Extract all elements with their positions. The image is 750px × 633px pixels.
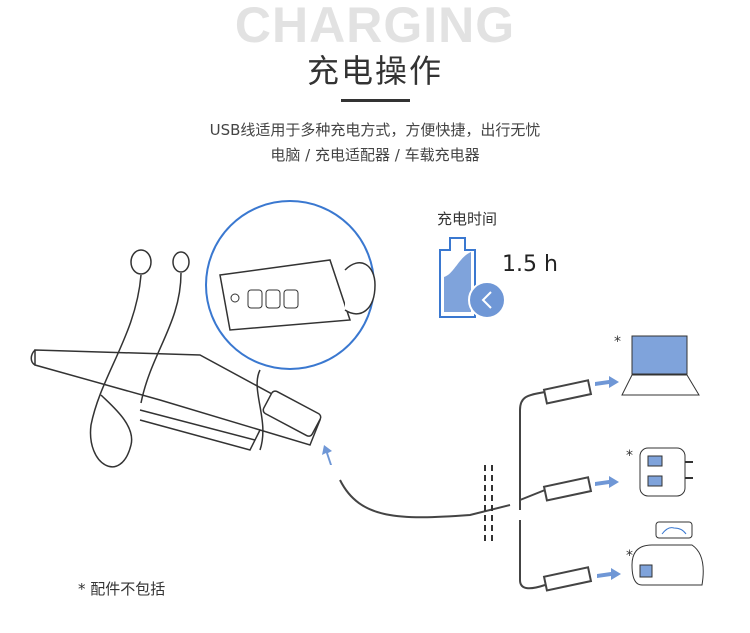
title-divider (341, 99, 410, 102)
usb-cable (339, 379, 593, 592)
arrow-icons (322, 376, 621, 580)
subtitle-line-1: USB线适用于多种充电方式，方便快捷，出行无忧 (209, 121, 541, 139)
car-charger-icon: * (626, 521, 704, 586)
zoom-detail-circle (205, 200, 376, 370)
watermark-text: CHARGING (234, 0, 516, 53)
cable-break-mark (484, 465, 493, 545)
adapter-marker: * (626, 448, 633, 464)
charging-time-value: 1.5 h (502, 252, 558, 277)
car-charger-marker: * (626, 548, 633, 564)
footnote: * 配件不包括 (78, 580, 166, 598)
battery-clock-icon (439, 237, 506, 319)
charging-time-label: 充电时间 (437, 210, 498, 228)
page-title: 充电操作 (306, 52, 443, 90)
laptop-icon: * (614, 334, 700, 396)
charging-adapter-icon: * (626, 447, 693, 497)
laptop-marker: * (614, 334, 621, 350)
subtitle-line-2: 电脑 / 充电适配器 / 车载充电器 (270, 146, 480, 164)
neckband-headset (30, 249, 322, 468)
